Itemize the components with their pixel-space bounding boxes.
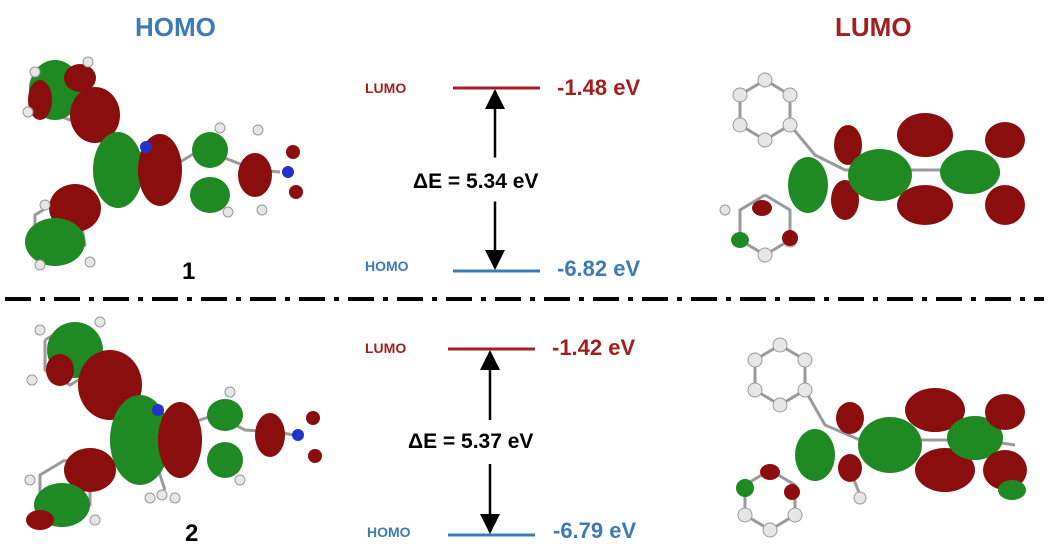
molecule-1-homo-label: HOMO <box>365 258 409 274</box>
lumo-header: LUMO <box>835 12 912 42</box>
molecule-2-energy-gap: ΔE = 5.37 eV <box>408 428 534 456</box>
molecule-1-lumo-label: LUMO <box>365 80 407 96</box>
molecule-1-homo-energy: -6.82 eV <box>557 256 641 281</box>
molecule-1-lumo-orbital <box>719 72 1025 263</box>
molecule-2-homo-label: HOMO <box>367 524 411 540</box>
homo-header: HOMO <box>135 12 216 42</box>
molecule-1-homo-orbital <box>22 56 303 271</box>
molecule-2-label: 2 <box>185 520 199 547</box>
molecule-1-energy-gap: ΔE = 5.34 eV <box>413 168 539 196</box>
molecule-2-lumo-energy: -1.42 eV <box>552 335 636 360</box>
molecule-2-lumo-orbital <box>736 337 1027 538</box>
molecule-2-lumo-label: LUMO <box>365 340 407 356</box>
molecule-1-label: 1 <box>182 258 196 285</box>
molecule-1-lumo-energy: -1.48 eV <box>557 75 641 100</box>
molecule-2-homo-energy: -6.79 eV <box>553 518 637 543</box>
molecule-2-homo-orbital <box>24 316 322 530</box>
